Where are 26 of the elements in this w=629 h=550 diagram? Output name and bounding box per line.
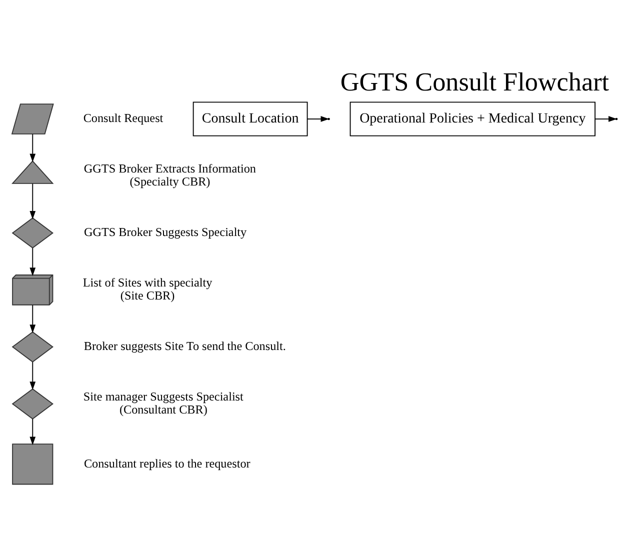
node-triangle [12, 160, 54, 184]
arrow [30, 304, 36, 334]
arrow [594, 116, 617, 122]
arrow [30, 248, 36, 276]
arrow [30, 183, 36, 220]
node-diamond [12, 331, 54, 362]
node-parallelogram [11, 104, 54, 134]
node-label: Consult Request [83, 111, 164, 126]
node-diamond [12, 388, 54, 420]
node-diamond [12, 217, 54, 248]
node-label: (Specialty CBR) [130, 174, 210, 189]
node-box: Operational Policies + Medical Urgency [350, 102, 596, 136]
node-label: List of Sites with specialty [82, 276, 212, 290]
node-label: GGTS Broker Extracts Information [84, 162, 256, 176]
node-label: (Consultant CBR) [119, 402, 208, 417]
node-label: GGTS Broker Suggests Specialty [84, 225, 247, 240]
arrow [30, 134, 36, 162]
node-box: Consult Location [192, 102, 308, 136]
diagram-title: GGTS Consult Flowchart [340, 67, 610, 96]
node-label: Site manager Suggests Specialist [83, 390, 244, 404]
node-label: Broker suggests Site To send the Consult. [84, 339, 286, 354]
node-label: (Site CBR) [120, 288, 175, 303]
node-label: Consultant replies to the requestor [84, 456, 250, 470]
arrow [30, 362, 36, 390]
node-box [12, 444, 54, 485]
arrow [30, 418, 36, 446]
